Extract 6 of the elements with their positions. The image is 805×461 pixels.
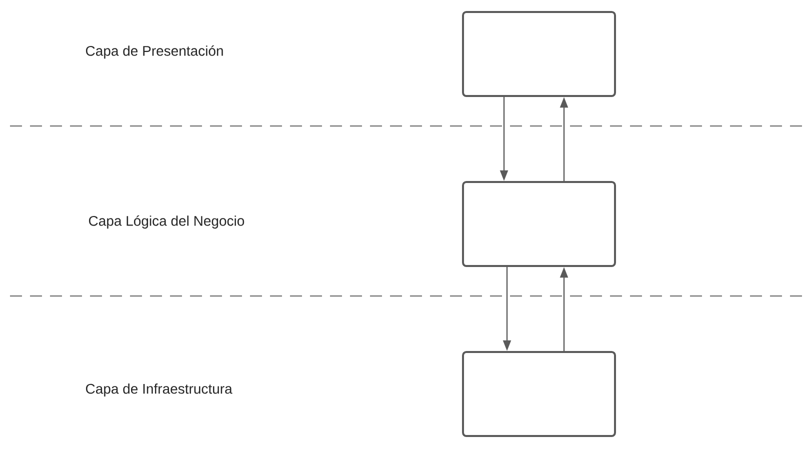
layer-box [462, 11, 616, 97]
layer-label: Capa de Infraestructura [86, 383, 232, 397]
layer-box [462, 181, 616, 267]
layer-label: Capa de Presentación [86, 45, 223, 59]
layer-box [462, 351, 616, 437]
layer-label: Capa Lógica del Negocio [88, 215, 244, 229]
